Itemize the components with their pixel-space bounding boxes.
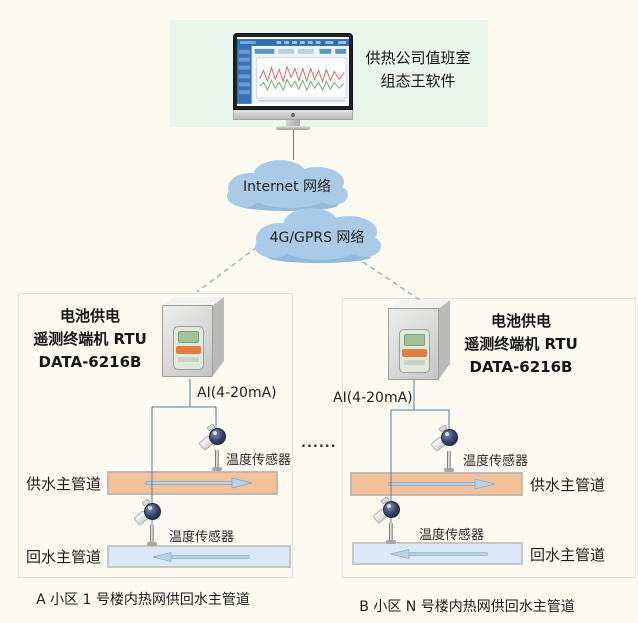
cabinet-side [438,300,450,380]
flow-arrow-left-icon [152,551,250,563]
rtu-model-label: DATA-6216B [469,358,573,376]
monitor-screen [233,33,353,110]
monitor-stand [286,120,300,127]
rtu-power-label: 电池供电 [490,312,551,330]
site-a-supply-sensor-icon [198,423,234,471]
site-a-rtu-label: 电池供电 遥测终端机 RTU DATA-6216B [20,305,160,374]
flow-arrow-left-icon [390,548,488,560]
rtu-model-label: DATA-6216B [38,353,142,371]
cabinet-side [212,297,224,377]
site-a-supply-sensor-label: 温度传感器 [226,453,292,468]
site-b-rtu-label: 电池供电 遥测终端机 RTU DATA-6216B [446,310,596,379]
rtu-device-label: 遥测终端机 RTU [33,330,147,348]
internet-cloud: Internet 网络 [220,155,354,213]
monitor-logo [291,113,295,117]
internet-cloud-label: Internet 网络 [242,179,332,195]
site-a-box [18,293,293,578]
rtu-module-display [404,334,425,346]
site-a-return-sensor-label: 温度传感器 [169,530,235,545]
rtu-module-terminals [178,357,199,362]
site-b-supply-sensor-label: 温度传感器 [463,454,529,469]
site-b-return-sensor-icon [372,496,408,544]
site-a-supply-pipe [107,471,278,495]
site-a-return-pipe [107,545,291,568]
site-b-return-pipe [352,542,523,565]
site-a-supply-pipe-label: 供水主管道 [26,475,102,493]
cellular-cloud: 4G/GPRS 网络 [247,203,387,265]
site-b-return-pipe-label: 回水主管道 [530,546,606,564]
site-b-return-sensor-label: 温度传感器 [419,528,485,543]
cabinet-front [162,305,213,377]
rtu-module-band [402,349,427,357]
site-a-return-sensor-icon [133,498,169,546]
rtu-module [173,326,204,370]
flow-arrow-right-icon [145,477,253,489]
site-b-signal-label: AI(4-20mA) [333,390,413,406]
rtu-power-label: 电池供电 [59,307,120,325]
control-room-label-line2: 组态王软件 [380,72,456,90]
rtu-module-band [176,346,201,354]
site-b-supply-pipe-label: 供水主管道 [530,476,606,494]
rtu-device-label: 遥测终端机 RTU [464,335,578,353]
control-room-label-line1: 供热公司值班室 [365,49,471,67]
flow-arrow-right-icon [388,478,496,490]
site-b-supply-sensor-icon [430,424,466,472]
cabinet-front [388,308,439,380]
rtu-module-terminals [404,360,425,365]
rtu-module-display [178,331,199,343]
site-b-rtu-cabinet [388,300,452,382]
site-a-rtu-cabinet [162,297,226,379]
site-a-caption: A 小区 1 号楼内热网供回水主管道 [36,592,250,608]
sites-ellipsis: ...... [301,436,337,451]
site-a-return-pipe-label: 回水主管道 [26,548,102,566]
monitor-base [276,126,310,130]
cloud-shape [227,160,348,211]
cellular-cloud-label: 4G/GPRS 网络 [269,230,365,246]
site-b-box [342,298,636,578]
site-b-supply-pipe [350,472,523,496]
site-b-caption: B 小区 N 号楼内热网供回水主管道 [359,599,575,615]
rtu-module [399,329,430,373]
control-room-label: 供热公司值班室 组态王软件 [356,47,480,93]
dashboard-preview [237,37,349,106]
site-a-signal-label: AI(4-20mA) [197,385,277,401]
cloud-shape [255,208,381,263]
